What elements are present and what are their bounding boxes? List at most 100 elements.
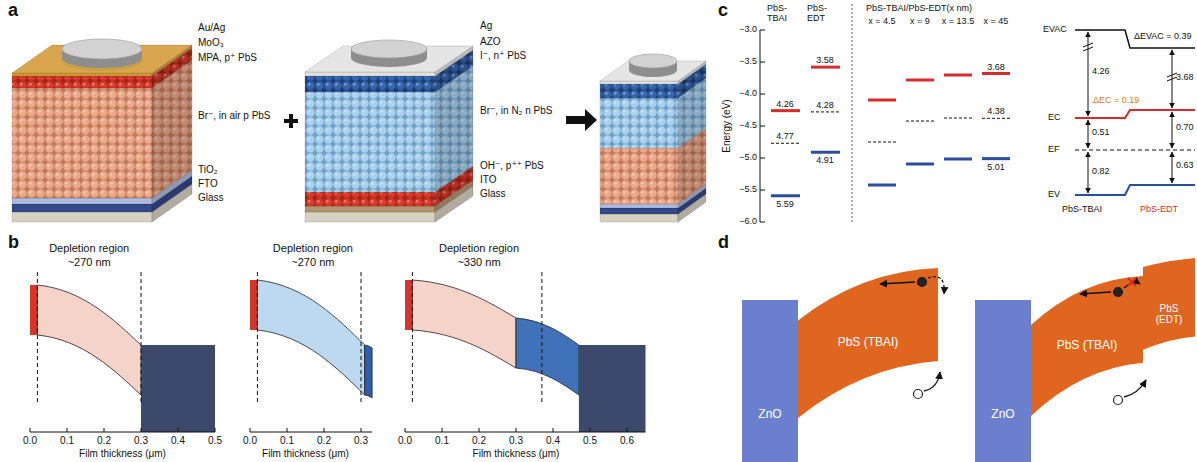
layer-label: Br⁻, in N₂ n PbS — [480, 105, 553, 117]
contact-layer — [30, 285, 37, 335]
material-label: PbS-TBAI — [1062, 204, 1102, 214]
axis-tick — [178, 428, 179, 432]
panel-letter: b — [8, 232, 19, 253]
axis-tick — [760, 190, 765, 191]
depletion-label: Depletion region — [49, 242, 129, 255]
valence-level — [868, 184, 896, 187]
electron — [918, 278, 927, 287]
tick-label: 0.1 — [60, 435, 74, 447]
energy-value: 3.68 — [987, 62, 1005, 72]
layer-front — [305, 206, 435, 212]
tick-label: 0.3 — [134, 435, 148, 447]
fermi-level — [982, 118, 1010, 119]
layer-front — [12, 204, 152, 212]
plus-symbol — [284, 114, 298, 128]
valence-level — [771, 194, 800, 197]
carrier-arrow — [1124, 283, 1140, 288]
axis-title: Film thickness (μm) — [473, 448, 560, 460]
layer-front — [12, 212, 152, 222]
energy-value: 0.82 — [1092, 166, 1110, 176]
tick-label: 0.4 — [546, 435, 560, 447]
axis-tick — [553, 428, 554, 432]
layer-front — [600, 204, 678, 208]
depletion-edge — [37, 272, 38, 405]
layer-front — [600, 214, 678, 222]
tick-label: −4.0 — [739, 88, 757, 98]
energy-value: 3.58 — [816, 55, 834, 65]
axis-tick — [67, 428, 68, 432]
conduction-level — [868, 99, 896, 102]
tick-label: 0.1 — [280, 435, 294, 447]
energy-value: 4.38 — [987, 106, 1005, 116]
tick-label: 0.2 — [472, 435, 486, 447]
carrier-arrow — [924, 372, 940, 391]
hole — [914, 390, 923, 399]
energy-value: 3.68 — [1176, 72, 1194, 82]
axis-title: Energy (eV) — [721, 99, 733, 152]
panel-letter: c — [718, 0, 728, 21]
layer-label: Glass — [198, 192, 224, 204]
layer-front — [12, 76, 152, 88]
carrier-arrow — [928, 277, 944, 294]
panel-letter: a — [8, 0, 18, 21]
axis-tick — [760, 62, 765, 63]
energy-arrow — [1088, 120, 1089, 148]
pbs-band — [257, 280, 364, 395]
node-label: PbS (TBAI) — [1057, 339, 1118, 353]
separator — [852, 4, 853, 222]
layer-label: Glass — [480, 188, 506, 200]
axis-tick — [324, 428, 325, 432]
electrode-top — [629, 54, 677, 68]
layer-label: MoO₃ — [198, 37, 224, 49]
tick-label: 0.2 — [317, 435, 331, 447]
energy-value: 4.91 — [816, 155, 834, 165]
vacuum-level — [1075, 30, 1195, 48]
axis-tick — [30, 428, 31, 432]
axis-tick — [516, 428, 517, 432]
panel-letter: d — [718, 232, 729, 253]
x-axis — [30, 432, 215, 433]
column-header: x = 9 — [910, 16, 930, 26]
node-label: ZnO — [758, 408, 781, 422]
layer-label: MPA, p⁺ PbS — [198, 52, 257, 64]
pbs-band — [516, 318, 579, 395]
carrier-arrow — [1080, 292, 1111, 294]
node-label: PbS (EDT) — [1147, 303, 1191, 326]
layer-label: OH⁻, p⁺⁺ PbS — [480, 160, 544, 172]
column-header: PbS- EDT — [807, 3, 843, 24]
depletion-edge — [412, 272, 413, 405]
band-fill — [1143, 258, 1195, 350]
energy-value: 0.63 — [1176, 160, 1194, 170]
band-fill — [798, 268, 938, 418]
axis-break — [1167, 77, 1177, 81]
tick-label: 0.0 — [398, 435, 412, 447]
energy-value: 4.28 — [816, 100, 834, 110]
node-label: ZnO — [991, 408, 1014, 422]
energy-value: 4.77 — [776, 131, 794, 141]
tick-label: 0.4 — [171, 435, 185, 447]
layer-front — [305, 212, 435, 222]
electrode-top — [351, 40, 427, 58]
fermi-level — [771, 143, 800, 144]
layer-label: Br⁻, in air p PbS — [198, 110, 271, 122]
layer-label: TiO₂ — [198, 164, 218, 176]
layer-label: Ag — [480, 20, 492, 32]
column-header: x = 45 — [984, 16, 1009, 26]
layer-front — [600, 81, 678, 84]
level-name: EC — [1048, 112, 1061, 122]
tick-label: −4.5 — [739, 120, 757, 130]
axis-tick — [442, 428, 443, 432]
depletion-edge — [541, 272, 542, 405]
axis-tick — [760, 126, 765, 127]
depletion-width: ~270 nm — [291, 256, 334, 269]
fermi-level — [868, 142, 896, 143]
tick-label: 0.5 — [583, 435, 597, 447]
fermi-level — [944, 118, 972, 119]
device-stack — [305, 40, 473, 222]
fermi-level — [811, 111, 840, 112]
material-block: ZnO — [742, 300, 798, 462]
tick-label: −5.5 — [739, 184, 757, 194]
pbs-band — [412, 280, 516, 368]
layer-front — [305, 192, 435, 206]
